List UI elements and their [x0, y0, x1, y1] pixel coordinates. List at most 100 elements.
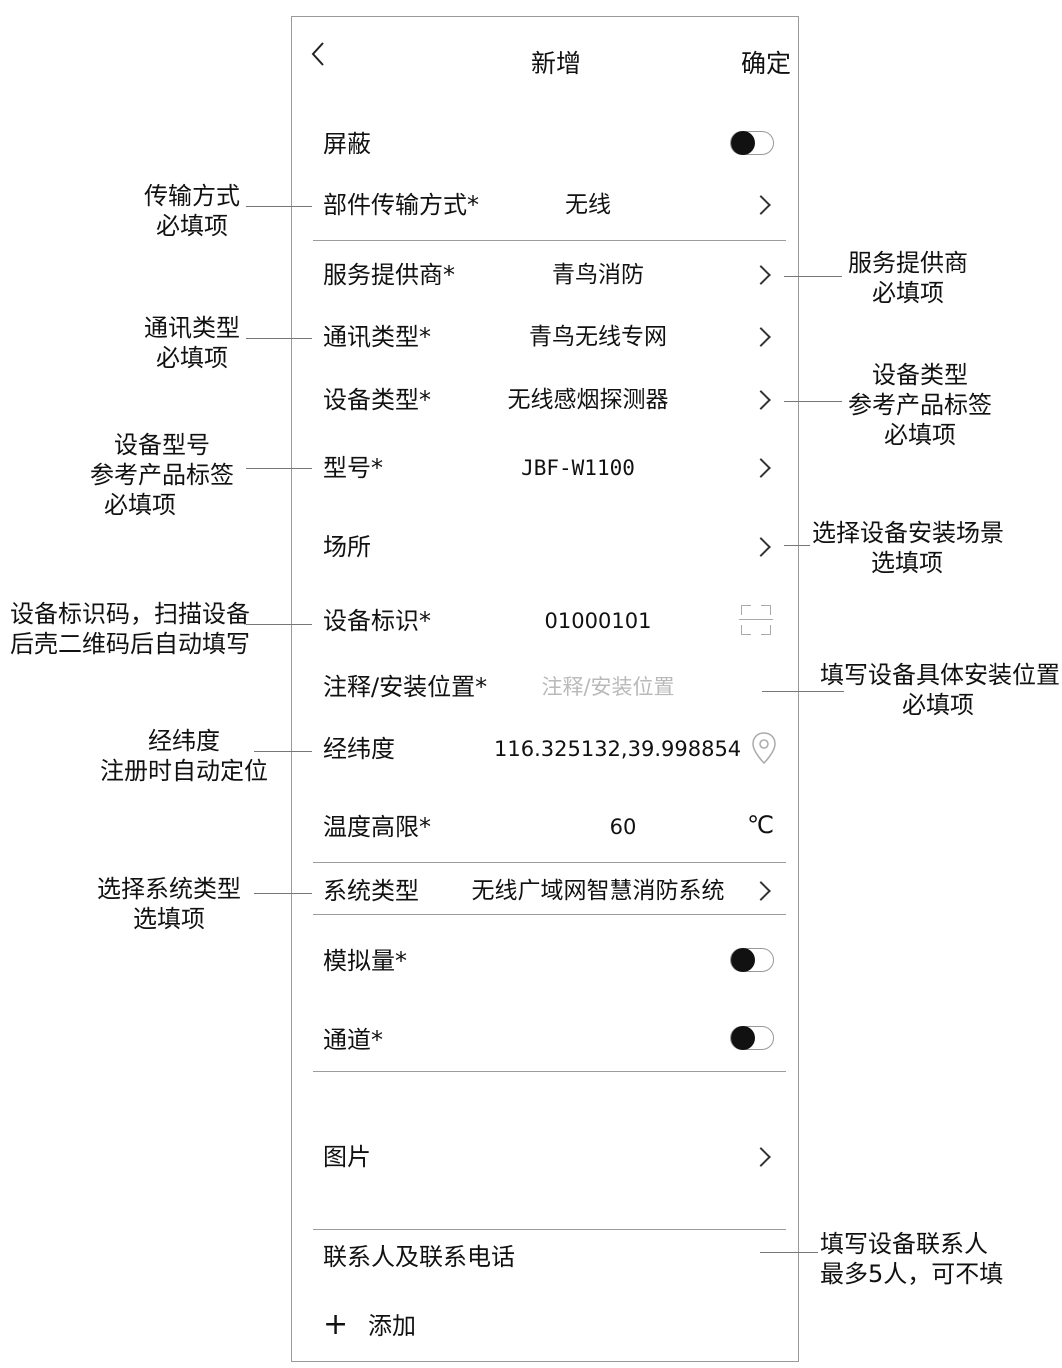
annotation-line: 填写设备联系人: [820, 1230, 988, 1258]
system-type-label: 系统类型: [323, 877, 419, 905]
temp-unit: ℃: [747, 811, 774, 839]
chevron-right-icon: [751, 265, 771, 285]
chevron-right-icon: [751, 881, 771, 901]
annotation-line: 必填项: [872, 279, 944, 307]
annotation-comm-type: 通讯类型 必填项: [122, 313, 262, 373]
scan-icon[interactable]: [739, 605, 773, 635]
annotation-line: 注册时自动定位: [100, 757, 268, 785]
annotation-coords: 经纬度 注册时自动定位: [98, 726, 270, 786]
plus-icon: +: [323, 1307, 349, 1342]
divider: [313, 914, 786, 915]
images-row[interactable]: 图片: [313, 1132, 787, 1182]
confirm-button[interactable]: 确定: [741, 49, 792, 78]
annotation-device-id: 设备标识码，扫描设备 后壳二维码后自动填写: [10, 599, 250, 659]
annotation-line: 设备标识码，扫描设备: [10, 600, 250, 628]
annotation-line: 填写设备具体安装位置: [820, 661, 1060, 689]
transmission-label: 部件传输方式*: [323, 191, 479, 219]
annotation-line: 选填项: [871, 549, 943, 577]
annotation-line: 传输方式: [144, 182, 240, 210]
annotation-line: 选择设备安装场景: [812, 519, 1004, 547]
model-label: 型号*: [323, 454, 383, 482]
annotation-line: 通讯类型: [144, 314, 240, 342]
system-type-row[interactable]: 系统类型 无线广域网智慧消防系统: [313, 868, 787, 914]
divider: [313, 1229, 786, 1230]
device-type-row[interactable]: 设备类型* 无线感烟探测器: [313, 377, 787, 427]
temp-limit-label: 温度高限*: [323, 813, 431, 841]
channel-toggle[interactable]: [730, 1026, 774, 1050]
annotation-line: 设备型号: [114, 431, 210, 459]
location-pin-icon[interactable]: [751, 731, 777, 765]
analog-toggle[interactable]: [730, 948, 774, 972]
annotation-line: 必填项: [156, 212, 228, 240]
add-contact-button[interactable]: + 添加: [320, 1308, 440, 1348]
annotation-line: 选择系统类型: [97, 875, 241, 903]
annotation-line: 必填项: [902, 691, 974, 719]
provider-label: 服务提供商*: [323, 261, 455, 289]
model-value: JBF-W1100: [521, 456, 635, 480]
place-label: 场所: [323, 533, 371, 561]
annotation-line: 最多5人，可不填: [820, 1260, 1004, 1288]
back-button[interactable]: [310, 40, 326, 75]
leader-line: [762, 691, 844, 692]
chevron-right-icon: [751, 458, 771, 478]
device-type-value: 无线感烟探测器: [507, 387, 669, 413]
annotation-provider: 服务提供商 必填项: [844, 248, 972, 308]
annotation-location: 填写设备具体安装位置 必填项: [820, 660, 1060, 720]
leader-line: [254, 751, 312, 752]
contacts-label: 联系人及联系电话: [323, 1243, 515, 1271]
annotation-line: 选填项: [133, 905, 205, 933]
chevron-right-icon: [751, 537, 771, 557]
annotation-device-type: 设备类型 参考产品标签 必填项: [848, 360, 992, 450]
transmission-value: 无线: [565, 192, 611, 218]
leader-line: [784, 401, 842, 402]
annotation-place: 选择设备安装场景 选填项: [812, 518, 1004, 578]
toggle-knob: [731, 131, 755, 155]
comm-type-row[interactable]: 通讯类型* 青鸟无线专网: [313, 314, 787, 364]
annotation-system-type: 选择系统类型 选填项: [92, 874, 246, 934]
shield-label: 屏蔽: [323, 130, 371, 158]
leader-line: [246, 206, 312, 207]
chevron-left-icon: [311, 42, 324, 66]
location-input[interactable]: 注释/安装位置: [541, 675, 675, 699]
model-row[interactable]: 型号* JBF-W1100: [313, 445, 787, 495]
add-label: 添加: [368, 1312, 416, 1340]
images-label: 图片: [323, 1143, 371, 1171]
leader-line: [784, 276, 842, 277]
annotation-line: 经纬度: [148, 727, 220, 755]
coords-value: 116.325132,39.998854: [494, 737, 742, 761]
page-title: 新增: [531, 49, 582, 78]
annotation-line: 必填项: [104, 491, 176, 519]
annotation-line: 设备类型: [872, 361, 968, 389]
toggle-knob: [731, 1026, 755, 1050]
divider: [313, 240, 786, 241]
leader-line: [246, 338, 312, 339]
comm-type-label: 通讯类型*: [323, 323, 431, 351]
annotation-model: 设备型号 参考产品标签 必填项: [82, 430, 242, 520]
place-row[interactable]: 场所: [313, 524, 787, 574]
transmission-row[interactable]: 部件传输方式* 无线: [313, 180, 787, 236]
annotation-line: 参考产品标签: [848, 391, 992, 419]
annotation-line: 后壳二维码后自动填写: [10, 630, 250, 658]
annotation-contacts: 填写设备联系人 最多5人，可不填: [820, 1229, 1004, 1289]
annotation-line: 必填项: [156, 344, 228, 372]
annotation-transmission: 传输方式 必填项: [122, 181, 262, 241]
annotation-line: 参考产品标签: [90, 461, 234, 489]
device-id-label: 设备标识*: [323, 607, 431, 635]
temp-limit-value[interactable]: 60: [609, 815, 637, 839]
chevron-right-icon: [751, 195, 771, 215]
divider: [313, 1071, 786, 1072]
analog-label: 模拟量*: [323, 947, 407, 975]
leader-line: [760, 1252, 818, 1253]
comm-type-value: 青鸟无线专网: [529, 324, 667, 350]
chevron-right-icon: [751, 1147, 771, 1167]
system-type-value: 无线广域网智慧消防系统: [471, 878, 725, 904]
annotation-line: 必填项: [884, 421, 956, 449]
provider-row[interactable]: 服务提供商* 青鸟消防: [313, 252, 787, 302]
device-id-value[interactable]: 01000101: [544, 609, 652, 633]
annotation-line: 服务提供商: [848, 249, 968, 277]
shield-toggle[interactable]: [730, 131, 774, 155]
device-type-label: 设备类型*: [323, 386, 431, 414]
channel-label: 通道*: [323, 1026, 383, 1054]
provider-value: 青鸟消防: [552, 262, 644, 288]
coords-label: 经纬度: [323, 735, 395, 763]
